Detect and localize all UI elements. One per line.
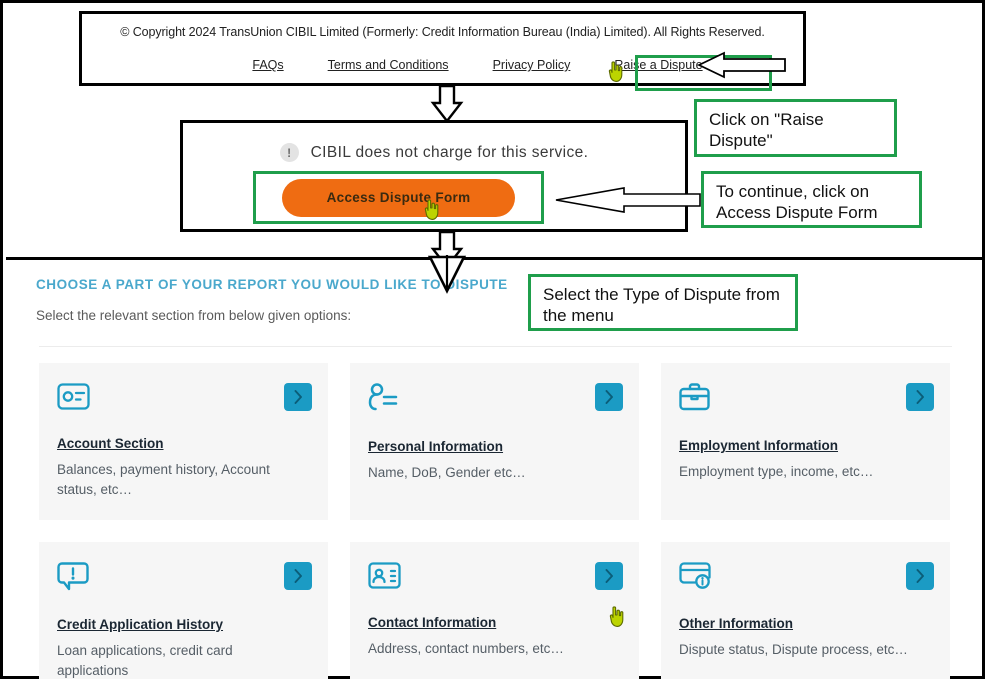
callout-access-dispute-form: To continue, click on Access Dispute For… xyxy=(701,171,922,228)
pointer-arrow-raise-dispute xyxy=(697,51,786,79)
card-description: Balances, payment history, Account statu… xyxy=(57,462,270,497)
card-contact-information[interactable]: Contact Information Address, contact num… xyxy=(350,542,639,679)
card-arrow-button[interactable] xyxy=(906,562,934,590)
card-title[interactable]: Credit Application History xyxy=(57,617,224,632)
card-credit-application-history[interactable]: Credit Application History Loan applicat… xyxy=(39,542,328,679)
raise-dispute-highlight-box xyxy=(635,55,772,91)
card-personal-information[interactable]: Personal Information Name, DoB, Gender e… xyxy=(350,363,639,520)
card-title[interactable]: Personal Information xyxy=(368,439,504,454)
card-title[interactable]: Account Section xyxy=(57,436,164,451)
card-arrow-button[interactable] xyxy=(906,383,934,411)
card-other-information[interactable]: Other Information Dispute status, Disput… xyxy=(661,542,950,679)
card-arrow-button[interactable] xyxy=(284,562,312,590)
dispute-category-grid: Account Section Balances, payment histor… xyxy=(39,363,952,679)
footer-panel: © Copyright 2024 TransUnion CIBIL Limite… xyxy=(79,11,806,91)
hand-cursor-icon xyxy=(422,199,442,226)
card-arrow-button[interactable] xyxy=(284,383,312,411)
alert-bubble-icon xyxy=(57,562,310,596)
card-description: Dispute status, Dispute process, etc… xyxy=(679,642,908,657)
card-description: Employment type, income, etc… xyxy=(679,464,874,479)
connector-arrowhead-down-3 xyxy=(427,255,467,294)
card-title[interactable]: Employment Information xyxy=(679,438,839,453)
cta-notice-text: CIBIL does not charge for this service. xyxy=(310,143,589,161)
footer-link-terms[interactable]: Terms and Conditions xyxy=(327,58,449,72)
section-header: CHOOSE A PART OF YOUR REPORT YOU WOULD L… xyxy=(36,277,508,323)
card-info-icon xyxy=(679,562,932,595)
dispute-cta-panel: ! CIBIL does not charge for this service… xyxy=(180,120,688,232)
card-description: Address, contact numbers, etc… xyxy=(368,641,564,656)
briefcase-icon xyxy=(679,383,932,417)
card-account-section[interactable]: Account Section Balances, payment histor… xyxy=(39,363,328,520)
page-title: CHOOSE A PART OF YOUR REPORT YOU WOULD L… xyxy=(36,277,508,292)
callout-select-dispute-type: Select the Type of Dispute from the menu xyxy=(528,274,798,331)
card-title[interactable]: Contact Information xyxy=(368,615,497,630)
connector-arrow-down-1 xyxy=(430,85,464,123)
choose-dispute-section: CHOOSE A PART OF YOUR REPORT YOU WOULD L… xyxy=(6,257,982,679)
card-description: Loan applications, credit card applicati… xyxy=(57,643,233,678)
access-dispute-form-button[interactable]: Access Dispute Form xyxy=(282,178,515,217)
callout-raise-dispute: Click on "Raise Dispute" xyxy=(694,99,897,157)
footer-link-privacy[interactable]: Privacy Policy xyxy=(492,58,571,72)
card-title[interactable]: Other Information xyxy=(679,616,793,631)
contact-card-icon xyxy=(368,562,621,594)
card-employment-information[interactable]: Employment Information Employment type, … xyxy=(661,363,950,520)
info-icon: ! xyxy=(279,143,299,162)
hand-cursor-icon xyxy=(607,606,627,633)
footer-link-faqs[interactable]: FAQs xyxy=(252,58,284,72)
card-arrow-button[interactable] xyxy=(595,562,623,590)
access-dispute-highlight-box: Access Dispute Form xyxy=(253,171,544,224)
pointer-arrow-access-dispute xyxy=(555,187,701,213)
person-lines-icon xyxy=(368,383,621,418)
card-arrow-button[interactable] xyxy=(595,383,623,411)
hand-cursor-icon xyxy=(606,61,626,88)
section-subtitle: Select the relevant section from below g… xyxy=(36,308,352,323)
card-description: Name, DoB, Gender etc… xyxy=(368,465,526,480)
divider xyxy=(39,346,952,347)
id-card-icon xyxy=(57,383,310,415)
copyright-text: © Copyright 2024 TransUnion CIBIL Limite… xyxy=(120,25,765,39)
cta-notice-row: ! CIBIL does not charge for this service… xyxy=(183,143,685,162)
